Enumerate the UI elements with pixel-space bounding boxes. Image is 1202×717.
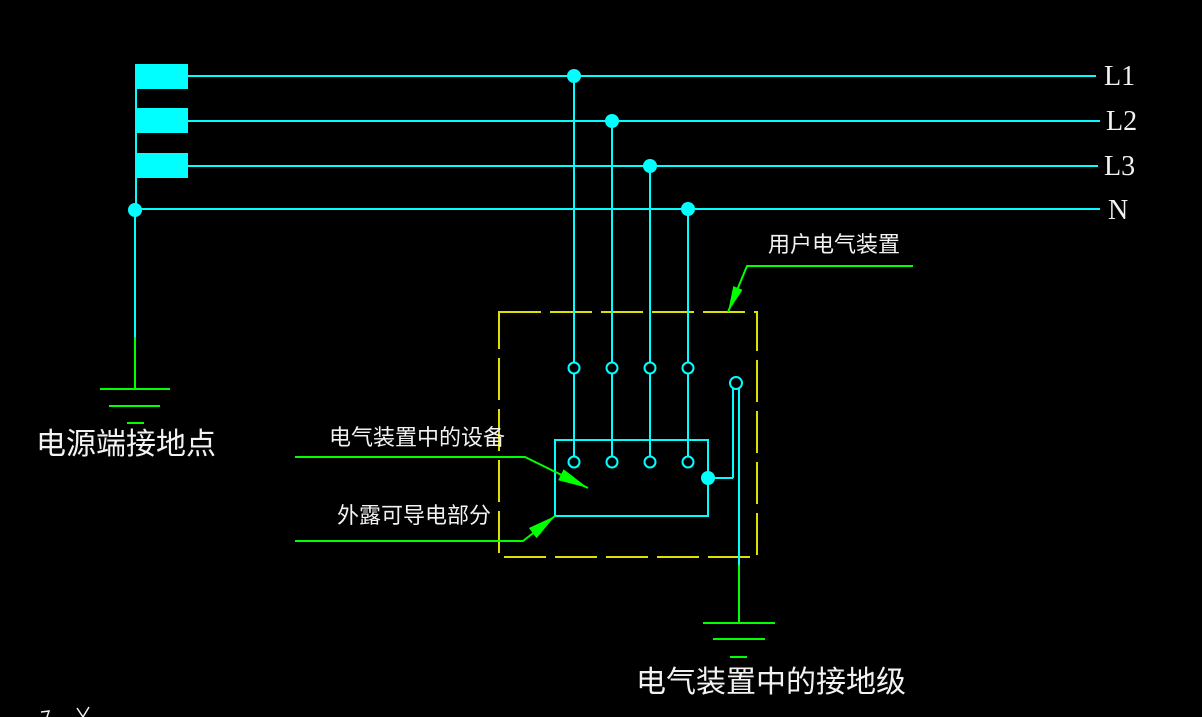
label-user-installation: 用户电气装置 <box>768 232 901 257</box>
junction-dot-pe <box>701 471 715 485</box>
junction-dot-n <box>681 202 695 216</box>
junction-dots <box>128 69 715 485</box>
terminal-circle-equip-l1 <box>567 455 581 469</box>
leader-exposed-parts <box>295 515 556 542</box>
bus-label-l1: L1 <box>1104 61 1136 92</box>
terminal-circle-equip-l2 <box>605 455 619 469</box>
source-winding-block <box>135 64 188 89</box>
bus-label-l2: L2 <box>1106 106 1138 137</box>
arrowhead <box>558 469 588 488</box>
terminal-circle-upper-l2 <box>605 361 619 375</box>
junction-dot-n-source <box>128 203 142 217</box>
junction-dot-l3 <box>643 159 657 173</box>
source-ground-symbol <box>100 388 170 424</box>
installation-ground-symbol <box>703 622 775 658</box>
terminal-circle-upper-l3 <box>643 361 657 375</box>
arrowhead <box>728 286 743 312</box>
source-winding-block <box>135 108 188 133</box>
leader-equipment <box>295 456 589 489</box>
terminal-circle-upper-l1 <box>567 361 581 375</box>
pe-conductor <box>708 388 740 622</box>
terminal-circles <box>567 361 743 469</box>
leader-line <box>727 265 913 313</box>
label-equipment-in-installation: 电气装置中的设备 <box>329 425 506 450</box>
junction-dot-l2 <box>605 114 619 128</box>
arrowhead <box>528 516 555 539</box>
source-winding-block <box>135 153 188 178</box>
phase-drop-lines <box>573 76 689 462</box>
label-installation-earth-electrode: 电气装置中的接地级 <box>636 666 906 699</box>
clipped-artifact-mark <box>76 706 90 717</box>
terminal-circle-equip-n <box>681 455 695 469</box>
label-exposed-conductive-parts: 外露可导电部分 <box>337 503 492 528</box>
equipment-box <box>554 439 709 517</box>
installation-boundary-box <box>498 311 758 558</box>
clipped-artifact <box>40 706 90 717</box>
leader-user-installation <box>727 265 913 313</box>
bus-lines <box>135 75 1100 210</box>
label-source-earthing-point: 电源端接地点 <box>36 428 216 461</box>
junction-dot-l1 <box>567 69 581 83</box>
terminal-circle-upper-n <box>681 361 695 375</box>
source-transformer <box>135 64 188 209</box>
bus-label-n: N <box>1108 195 1129 226</box>
terminal-circle-equip-l3 <box>643 455 657 469</box>
bus-label-l3: L3 <box>1104 151 1136 182</box>
leader-line <box>295 456 589 489</box>
terminal-circle-pe <box>729 376 743 390</box>
clipped-artifact-mark <box>40 710 51 717</box>
